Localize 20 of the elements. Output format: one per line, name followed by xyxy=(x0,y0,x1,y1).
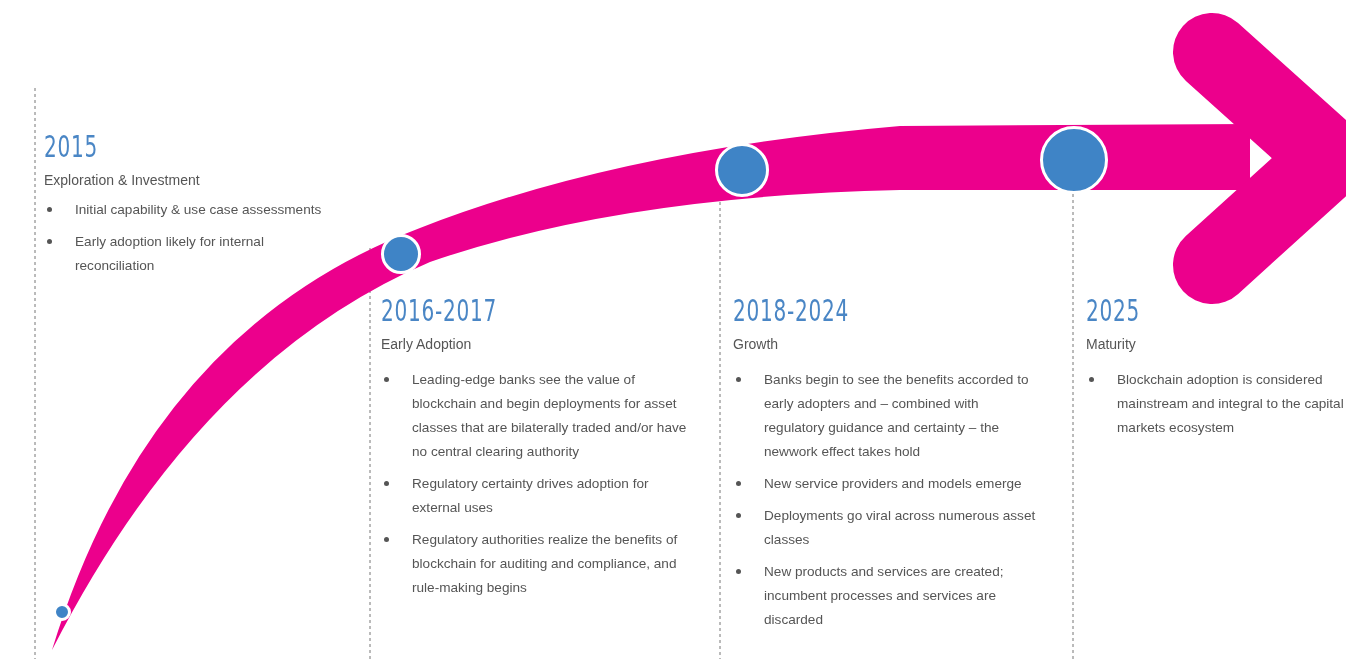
bullet-item: Leading-edge banks see the value of blockchain and begin deployments for asset classes that are bilaterally traded and/or have no central clearing authority xyxy=(381,368,693,464)
phase-title: Early Adoption xyxy=(381,335,472,354)
bullet-item: Regulatory authorities realize the benefits of blockchain for auditing and compliance, and rule-making begins xyxy=(381,528,693,600)
timeline-dot xyxy=(381,234,421,274)
timeline-dot xyxy=(53,603,71,621)
bullet-item: Early adoption likely for internal reconciliation xyxy=(44,230,344,278)
year-heading: 2015 xyxy=(44,128,98,164)
year-heading: 2025 xyxy=(1086,292,1140,328)
bullet-item: Banks begin to see the benefits accorded to early adopters and – combined with regulatory guidance and certainty – the newwork effect takes hold xyxy=(733,368,1038,464)
bullet-item: Deployments go viral across numerous asset classes xyxy=(733,504,1038,552)
phase-title: Maturity xyxy=(1086,335,1136,354)
year-heading: 2016-2017 xyxy=(381,292,497,328)
bullet-item: Regulatory certainty drives adoption for external uses xyxy=(381,472,693,520)
bullet-item: Blockchain adoption is considered mainstream and integral to the capital markets ecosystem xyxy=(1086,368,1344,440)
bullet-item: New service providers and models emerge xyxy=(733,472,1038,496)
phase-title: Growth xyxy=(733,335,779,354)
phase-title: Exploration & Investment xyxy=(44,171,200,190)
year-heading: 2018-2024 xyxy=(733,292,849,328)
bullet-item: Initial capability & use case assessments xyxy=(44,198,344,222)
bullet-item: New products and services are created; incumbent processes and services are discarded xyxy=(733,560,1038,632)
